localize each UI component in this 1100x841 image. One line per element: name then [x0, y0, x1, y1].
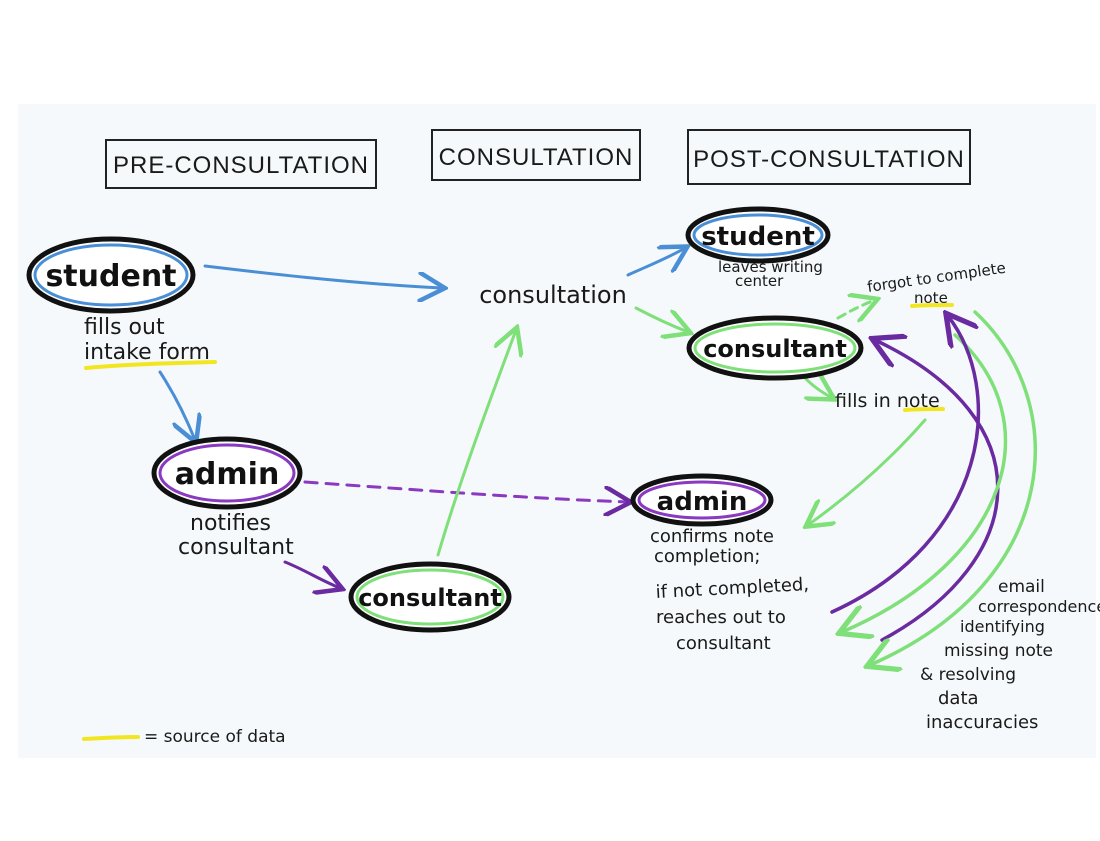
node-student-pre: student [26, 236, 196, 314]
highlight-intake-form [84, 360, 217, 370]
note-data: data [938, 688, 979, 709]
arrows [158, 248, 1037, 665]
note-completion: completion; [654, 546, 761, 567]
note-if-not-completed: if not completed, [655, 574, 809, 603]
note-notifies-consultant: consultant [178, 535, 294, 560]
header-post-label: POST-CONSULTATION [693, 146, 965, 173]
note-correspondence: correspondence [978, 597, 1100, 616]
node-admin-post-label: admin [657, 487, 748, 517]
legend-label: = source of data [144, 727, 286, 747]
node-admin-pre-label: admin [175, 457, 280, 492]
note-reaches-consultant: consultant [676, 633, 771, 654]
arrow-consultation-to-consultant [634, 306, 688, 332]
header-pre-label: PRE-CONSULTATION [113, 152, 369, 179]
arrow-note-to-admin [808, 418, 927, 525]
note-resolving: & resolving [920, 665, 1016, 685]
arrow-consultant-fills-note [803, 378, 832, 398]
note-fills-in-note: fills in note [835, 390, 940, 412]
node-student-pre-label: student [45, 259, 176, 294]
highlight-note-forgot [910, 303, 954, 308]
arrow-purple-note-arc [830, 316, 981, 614]
note-forgot-note: note [914, 289, 948, 307]
node-consultant-pre-label: consultant [358, 584, 502, 612]
node-consultant-pre: consultant [348, 561, 512, 633]
note-confirms: confirms note [650, 526, 774, 547]
annotations: fills out intake form notifies consultan… [84, 258, 1100, 747]
header-post-consultation: POST-CONSULTATION [687, 129, 971, 185]
note-missing-note: missing note [944, 641, 1053, 661]
node-student-post: student [685, 206, 831, 264]
node-consultant-post: consultant [686, 315, 864, 381]
header-consultation: CONSULTATION [431, 129, 641, 181]
arrow-student-to-admin [158, 370, 195, 440]
header-consult-label: CONSULTATION [439, 144, 634, 171]
note-intake-form: intake form [84, 340, 210, 365]
arrow-consultant-forgot-dashed [836, 300, 875, 318]
legend-yellow-swatch [82, 735, 140, 741]
data-source-highlights [82, 303, 954, 741]
arrow-green-to-reaches-out [842, 333, 1008, 632]
arrow-admin-to-admin-dashed [303, 480, 628, 502]
node-admin-pre: admin [151, 436, 303, 510]
node-admin-post: admin [630, 473, 774, 527]
arrow-purple-email-to-consultant [875, 340, 1000, 642]
node-consultant-post-label: consultant [703, 335, 847, 363]
note-email: email [998, 577, 1045, 597]
note-inaccuracies: inaccuracies [926, 712, 1038, 733]
note-identifying: identifying [960, 617, 1045, 636]
note-fills-out: fills out [84, 315, 165, 340]
highlight-note-fills [903, 407, 945, 412]
note-leaves-center: center [735, 272, 784, 290]
arrow-green-outer-arc [870, 310, 1037, 665]
arrow-student-to-consultation [203, 264, 442, 288]
header-pre-consultation: PRE-CONSULTATION [105, 139, 377, 189]
node-student-post-label: student [701, 222, 815, 252]
consultation-label: consultation [479, 281, 627, 309]
note-reaches-out: reaches out to [656, 607, 786, 628]
arrow-consultation-to-student [626, 248, 685, 277]
arrow-notifies-to-consultant [283, 560, 340, 588]
note-notifies: notifies [190, 511, 271, 536]
arrow-consultant-to-consultation [436, 330, 516, 557]
note-leaves-writing: leaves writing [718, 258, 823, 276]
